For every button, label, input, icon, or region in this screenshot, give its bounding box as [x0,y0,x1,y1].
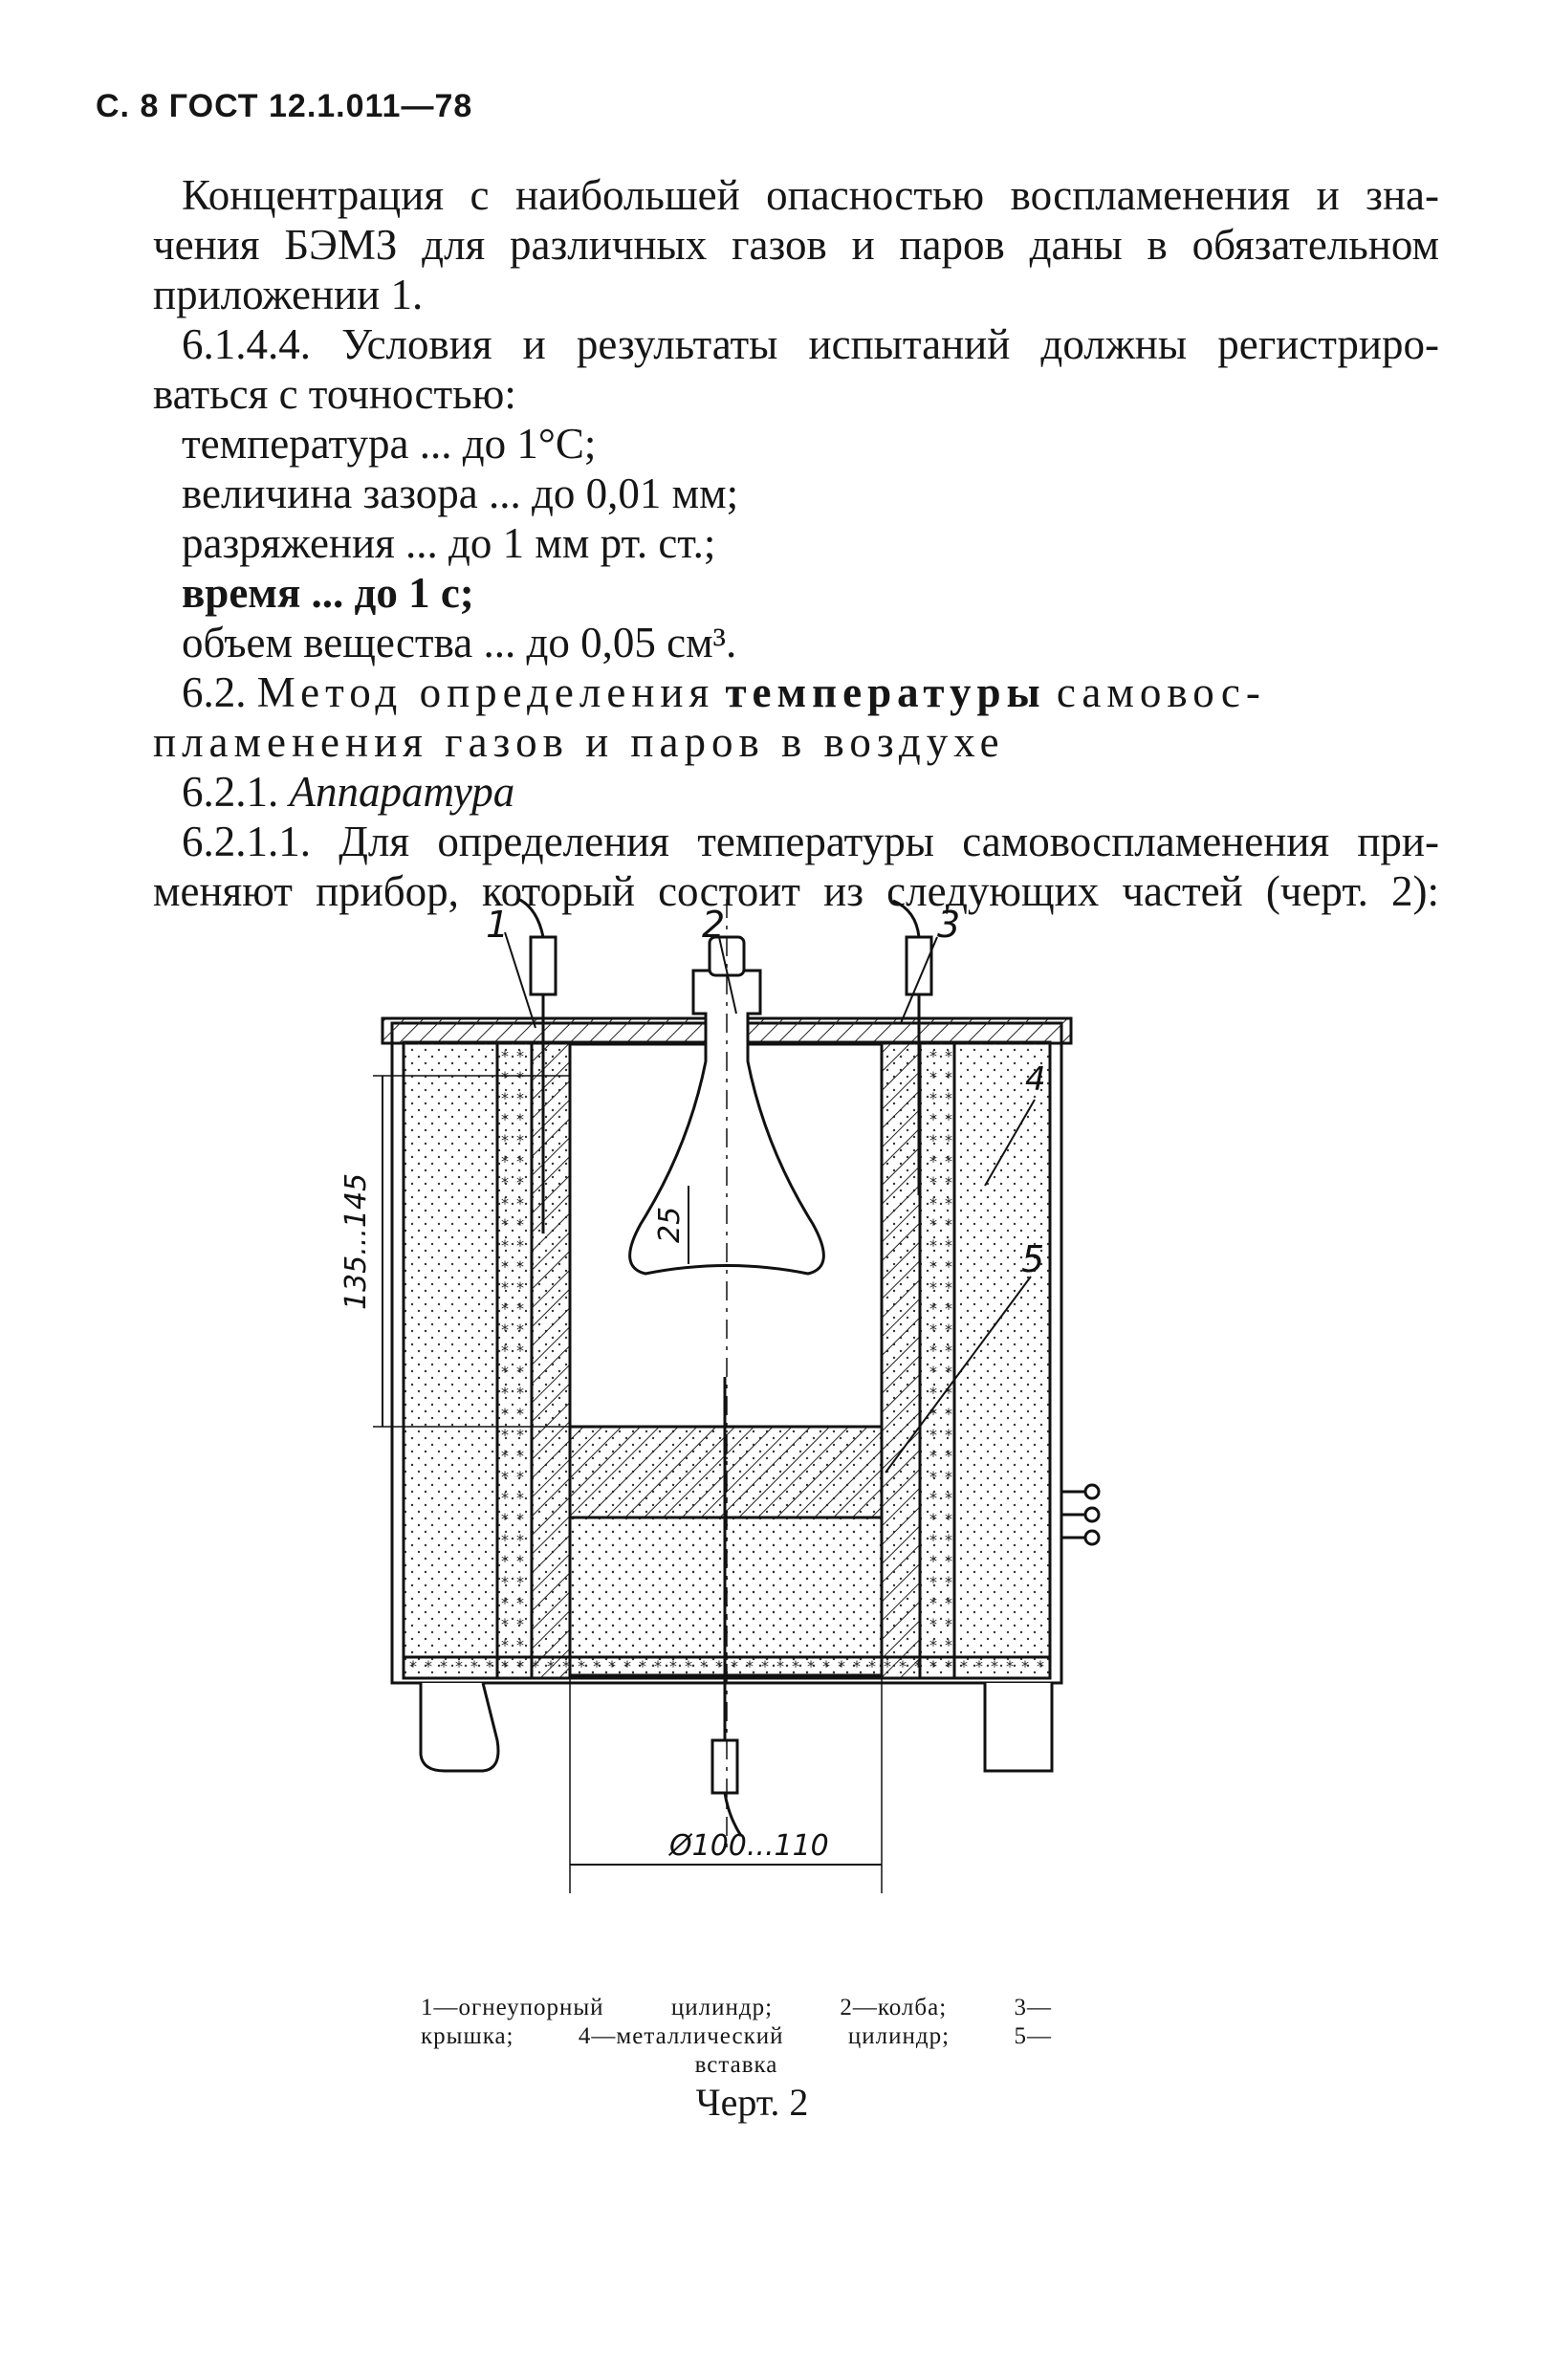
section-heading: 6.2. Метод определения температуры самов… [153,667,1439,717]
paragraph-line: 6.2.1.1. Для определения температуры сам… [182,818,1439,865]
legend-line: вставка [694,2052,778,2078]
terminal [1083,1506,1101,1523]
apparatus-drawing: * [316,897,1138,1912]
legend-line: крышка; 4—металлический цилиндр; 5— [421,2023,1052,2049]
dim-diameter-label: Ø100...110 [667,1829,829,1863]
page-header: С. 8 ГОСТ 12.1.011—78 [96,88,473,124]
label-5: 5 [1021,1238,1044,1280]
subsection-heading: 6.2.1. Аппаратура [153,767,1439,817]
fiber-layer-left [495,1040,534,1680]
paragraph-line: чения БЭМЗ для различных газов и паров д… [153,221,1439,269]
label-4: 4 [1025,1060,1046,1099]
list-item: объем вещества ... до 0,05 см³. [182,619,737,666]
paragraph-line: приложении 1. [153,271,424,318]
section-title-part: самовос- [1056,668,1266,716]
paragraph-line: меняют прибор, который состоит из следую… [153,867,1439,915]
list-item: величина зазора ... до 0,01 мм; [182,469,739,517]
paragraph-line: ваться с точностью: [153,370,516,418]
list-item: разряжения ... до 1 мм рт. ст.; [182,519,716,567]
label-3: 3 [937,904,960,946]
subsection-number: 6.2.1. [182,768,279,816]
figure-legend: 1—огнеупорный цилиндр; 2—колба; 3— крышк… [421,1994,1052,2080]
list-item: время ... до 1 с; [182,569,474,617]
refractory-wall-right [880,1040,922,1680]
section-number: 6.2. [182,668,247,716]
fiber-layer-right [918,1040,956,1680]
list-item: температура ... до 1°С; [182,420,597,468]
legend-line: 1—огнеупорный цилиндр; 2—колба; 3— [421,1995,1052,2020]
terminal [1083,1529,1101,1546]
thermocouple-left [529,935,557,996]
thermocouple-right [905,935,933,996]
section-title-part: Метод определения [256,668,715,716]
section-title-part: температуры [725,668,1046,716]
label-1: 1 [486,904,509,946]
dim-height-label: 135...145 [339,1173,373,1310]
refractory-wall-left [530,1040,572,1680]
figure-caption: Черт. 2 [695,2081,809,2124]
subsection-title: Аппаратура [289,768,515,816]
section-heading-line: пламенения газов и паров в воздухе [153,718,1005,766]
paragraph-line: Концентрация с наибольшей опасностью вос… [182,171,1439,219]
dim-flask-label: 25 [653,1207,687,1243]
leg-right [983,1683,1054,1773]
leg-left [419,1682,500,1773]
body-text: Концентрация с наибольшей опасностью вос… [153,170,1439,916]
paragraph-line: 6.1.4.4. Условия и результаты испытаний … [182,320,1439,368]
flask [628,969,825,1276]
terminal [1083,1483,1101,1500]
label-2: 2 [702,904,725,946]
